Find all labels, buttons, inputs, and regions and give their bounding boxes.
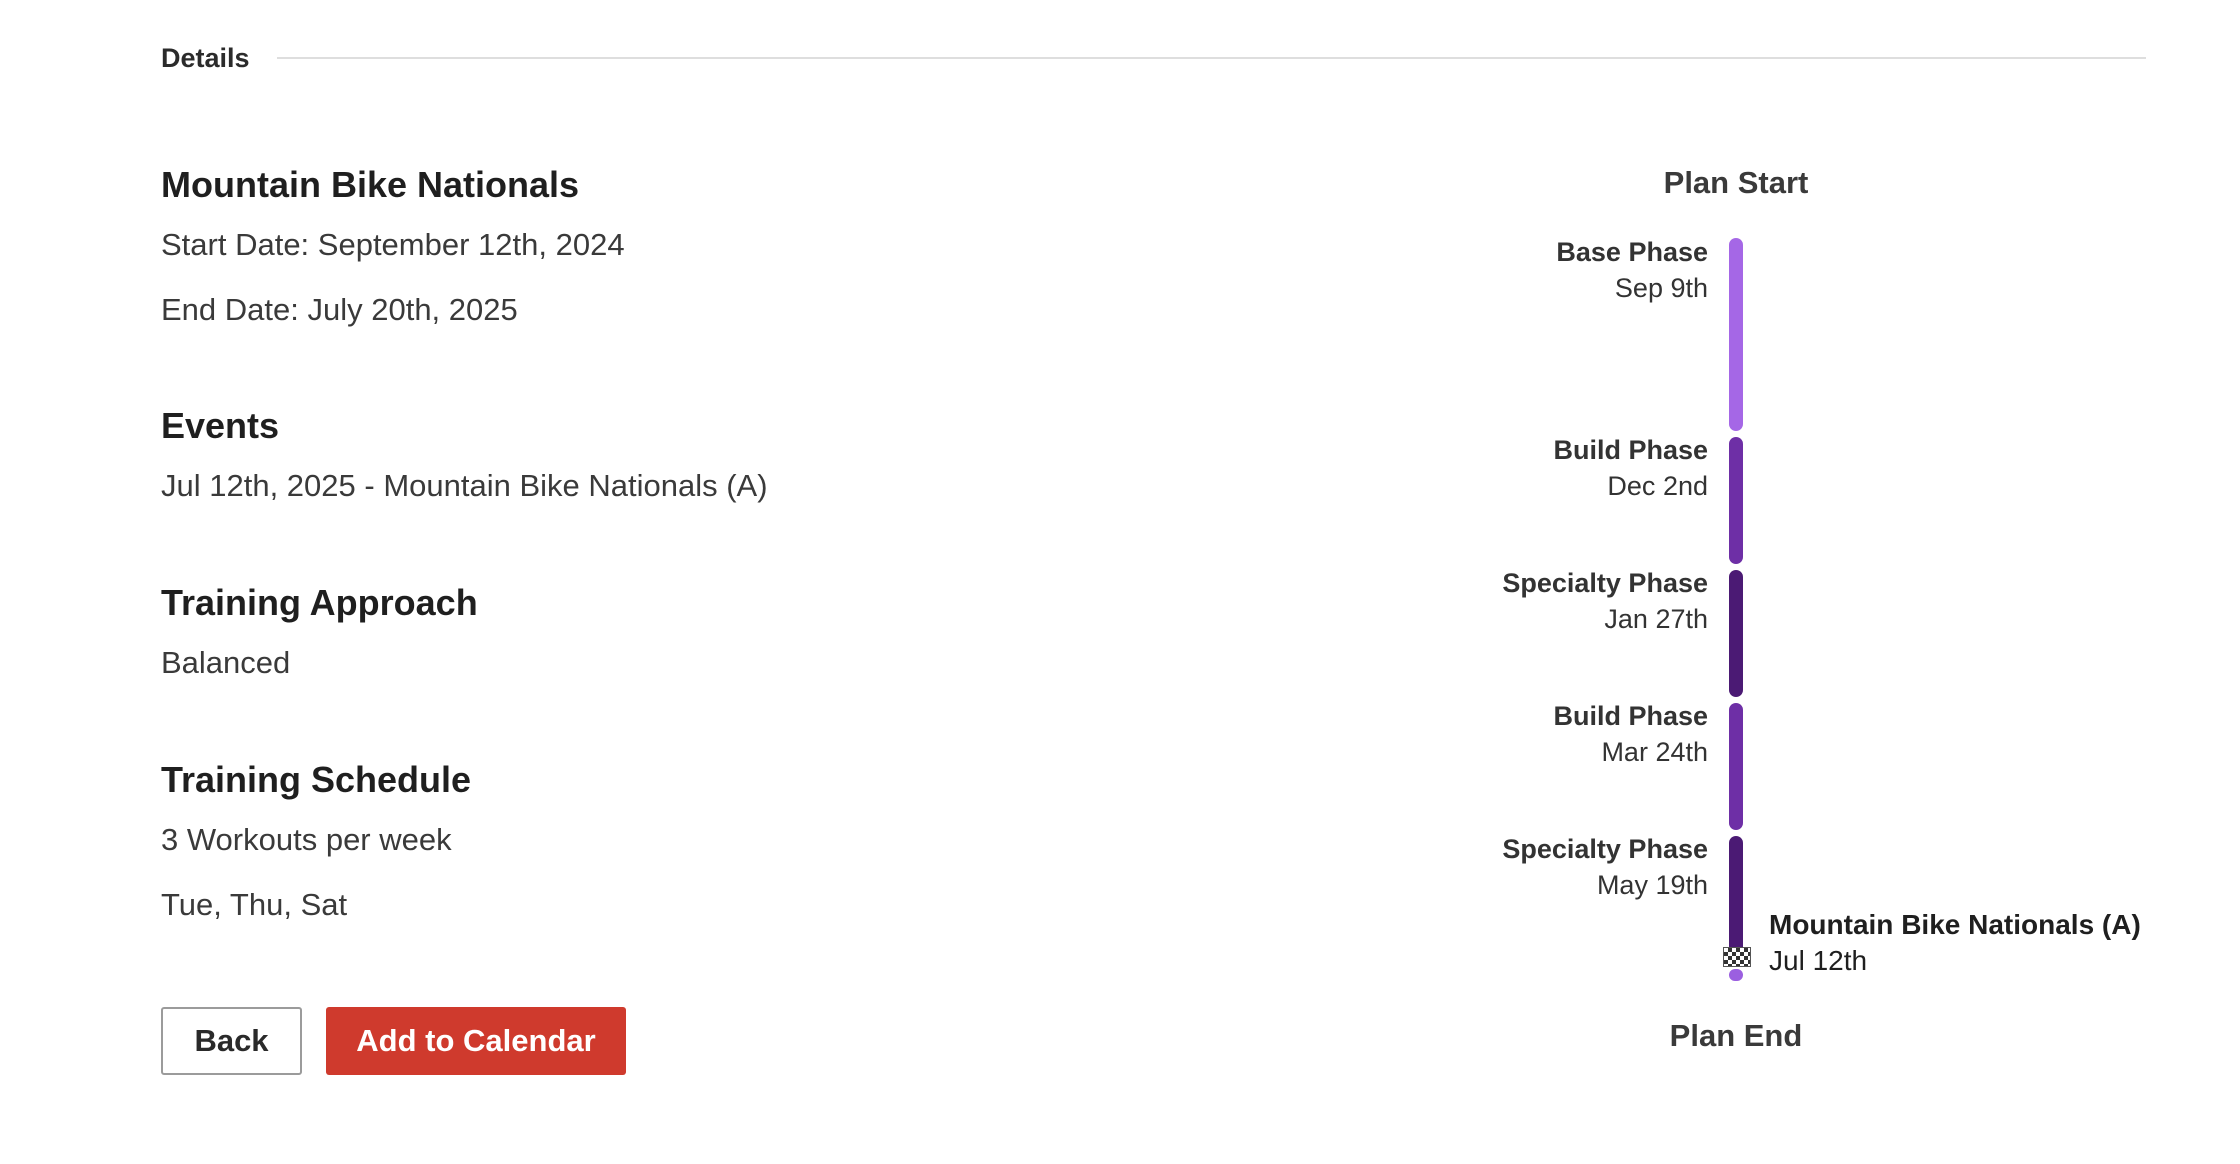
workouts-per-week: 3 Workouts per week xyxy=(161,822,452,857)
event-marker-label: Mountain Bike Nationals (A) Jul 12th xyxy=(1769,907,2229,979)
plan-title: Mountain Bike Nationals xyxy=(161,164,580,205)
end-date: End Date: July 20th, 2025 xyxy=(161,292,518,327)
timeline-end-dot xyxy=(1729,969,1743,981)
plan-timeline: Plan Start Base Phase Sep 9th Build Phas… xyxy=(1200,150,2240,1100)
start-date: Start Date: September 12th, 2024 xyxy=(161,227,625,262)
phase-name: Build Phase xyxy=(1553,701,1708,731)
events-block: Events Jul 12th, 2025 - Mountain Bike Na… xyxy=(161,399,768,511)
training-schedule-block: Training Schedule 3 Workouts per week Tu… xyxy=(161,753,471,930)
events-heading: Events xyxy=(161,405,280,446)
phase-date: Jan 27th xyxy=(1604,604,1708,634)
phase-bar-specialty-2 xyxy=(1729,836,1743,960)
phase-label-build-1: Build Phase Dec 2nd xyxy=(1308,432,1708,504)
back-button[interactable]: Back xyxy=(161,1007,302,1075)
training-days: Tue, Thu, Sat xyxy=(161,887,348,922)
event-name: Mountain Bike Nationals (A) xyxy=(1769,909,2141,940)
training-approach-heading: Training Approach xyxy=(161,582,478,623)
phase-name: Base Phase xyxy=(1556,237,1708,267)
training-approach-value: Balanced xyxy=(161,645,291,680)
phase-bar-build-2 xyxy=(1729,703,1743,830)
details-section-header: Details xyxy=(161,40,2161,76)
checkered-flag-icon xyxy=(1723,947,1751,967)
plan-start-label: Plan Start xyxy=(1663,165,1809,200)
phase-name: Build Phase xyxy=(1553,435,1708,465)
phase-label-specialty-1: Specialty Phase Jan 27th xyxy=(1308,565,1708,637)
phase-name: Specialty Phase xyxy=(1502,568,1708,598)
section-divider xyxy=(277,57,2146,59)
phase-bar-build-1 xyxy=(1729,437,1743,564)
phase-label-specialty-2: Specialty Phase May 19th xyxy=(1308,831,1708,903)
phase-date: Dec 2nd xyxy=(1607,471,1708,501)
phase-date: May 19th xyxy=(1596,870,1708,900)
add-to-calendar-button[interactable]: Add to Calendar xyxy=(326,1007,626,1075)
phase-label-build-2: Build Phase Mar 24th xyxy=(1308,698,1708,770)
phase-date: Mar 24th xyxy=(1601,737,1708,767)
event-item: Jul 12th, 2025 - Mountain Bike Nationals… xyxy=(161,468,768,503)
phase-bar-specialty-1 xyxy=(1729,570,1743,697)
event-date: Jul 12th xyxy=(1769,945,1868,976)
plan-overview: Mountain Bike Nationals Start Date: Sept… xyxy=(161,158,625,335)
section-title: Details xyxy=(161,43,250,73)
phase-name: Specialty Phase xyxy=(1502,834,1708,864)
phase-date: Sep 9th xyxy=(1614,273,1708,303)
plan-end-label: Plan End xyxy=(1669,1018,1803,1053)
training-approach-block: Training Approach Balanced xyxy=(161,576,478,688)
training-schedule-heading: Training Schedule xyxy=(161,759,472,800)
phase-label-base: Base Phase Sep 9th xyxy=(1308,234,1708,306)
phase-bar-base xyxy=(1729,238,1743,431)
